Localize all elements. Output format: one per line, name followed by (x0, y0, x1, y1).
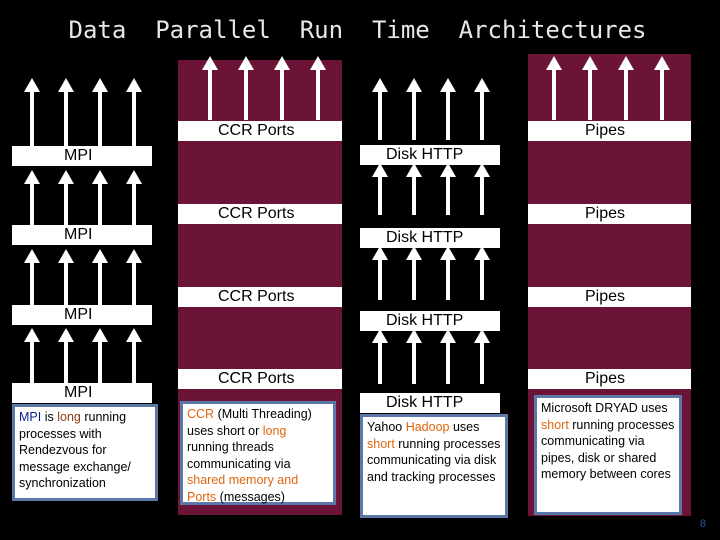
mpi-bar: MPI (12, 305, 152, 325)
long-term: long (262, 423, 287, 438)
ccr-term: CCR (187, 407, 215, 421)
up-arrow-icon (372, 246, 388, 300)
disk-http-bar: Disk HTTP (360, 145, 500, 165)
up-arrow-icon (58, 249, 74, 307)
up-arrow-icon (58, 328, 74, 384)
up-arrow-icon (440, 78, 456, 140)
up-arrow-icon (274, 56, 290, 120)
up-arrow-icon (474, 163, 490, 215)
mpi-description: MPI is long running processes with Rende… (12, 404, 158, 501)
mpi-bar: MPI (12, 383, 152, 403)
ccr-ports-bar: CCR Ports (178, 121, 342, 141)
up-arrow-icon (372, 78, 388, 140)
ccr-description: CCR (Multi Threading) uses short or long… (180, 401, 336, 505)
disk-http-bar: Disk HTTP (360, 393, 500, 413)
up-arrow-icon (58, 170, 74, 226)
long-term: long (57, 410, 81, 424)
ccr-ports-bar: CCR Ports (178, 204, 342, 224)
mpi-term: MPI (19, 410, 42, 424)
up-arrow-icon (24, 328, 40, 384)
up-arrow-icon (582, 56, 598, 120)
hadoop-description: Yahoo Hadoop uses short running processe… (360, 414, 508, 518)
up-arrow-icon (474, 78, 490, 140)
up-arrow-icon (126, 78, 142, 150)
pipes-bar: Pipes (528, 369, 691, 389)
up-arrow-icon (126, 249, 142, 307)
up-arrow-icon (24, 170, 40, 226)
up-arrow-icon (406, 78, 422, 140)
up-arrow-icon (372, 329, 388, 384)
up-arrow-icon (92, 170, 108, 226)
page-number: 8 (699, 518, 706, 530)
up-arrow-icon (654, 56, 670, 120)
disk-http-bar: Disk HTTP (360, 311, 500, 331)
pipes-bar: Pipes (528, 204, 691, 224)
up-arrow-icon (406, 163, 422, 215)
up-arrow-icon (24, 249, 40, 307)
short-term: short (541, 417, 569, 432)
mpi-bar: MPI (12, 225, 152, 245)
mpi-bar: MPI (12, 146, 152, 166)
up-arrow-icon (92, 328, 108, 384)
up-arrow-icon (58, 78, 74, 150)
up-arrow-icon (546, 56, 562, 120)
up-arrow-icon (310, 56, 326, 120)
up-arrow-icon (440, 329, 456, 384)
up-arrow-icon (202, 56, 218, 120)
up-arrow-icon (238, 56, 254, 120)
up-arrow-icon (618, 56, 634, 120)
up-arrow-icon (406, 329, 422, 384)
short-term: short (367, 436, 395, 451)
up-arrow-icon (406, 246, 422, 300)
pipes-bar: Pipes (528, 121, 691, 141)
up-arrow-icon (440, 163, 456, 215)
up-arrow-icon (440, 246, 456, 300)
page-title: Data Parallel Run Time Architectures (68, 16, 647, 44)
up-arrow-icon (24, 78, 40, 150)
dryad-description: Microsoft DRYAD uses short running proce… (534, 395, 682, 515)
disk-http-bar: Disk HTTP (360, 228, 500, 248)
shared-memory-ports-term: shared memory and Ports (187, 473, 299, 504)
up-arrow-icon (126, 328, 142, 384)
hadoop-term: Hadoop (405, 420, 450, 434)
up-arrow-icon (474, 246, 490, 300)
up-arrow-icon (474, 329, 490, 384)
ccr-ports-bar: CCR Ports (178, 369, 342, 389)
up-arrow-icon (372, 163, 388, 215)
up-arrow-icon (126, 170, 142, 226)
up-arrow-icon (92, 249, 108, 307)
pipes-bar: Pipes (528, 287, 691, 307)
up-arrow-icon (92, 78, 108, 150)
ccr-ports-bar: CCR Ports (178, 287, 342, 307)
